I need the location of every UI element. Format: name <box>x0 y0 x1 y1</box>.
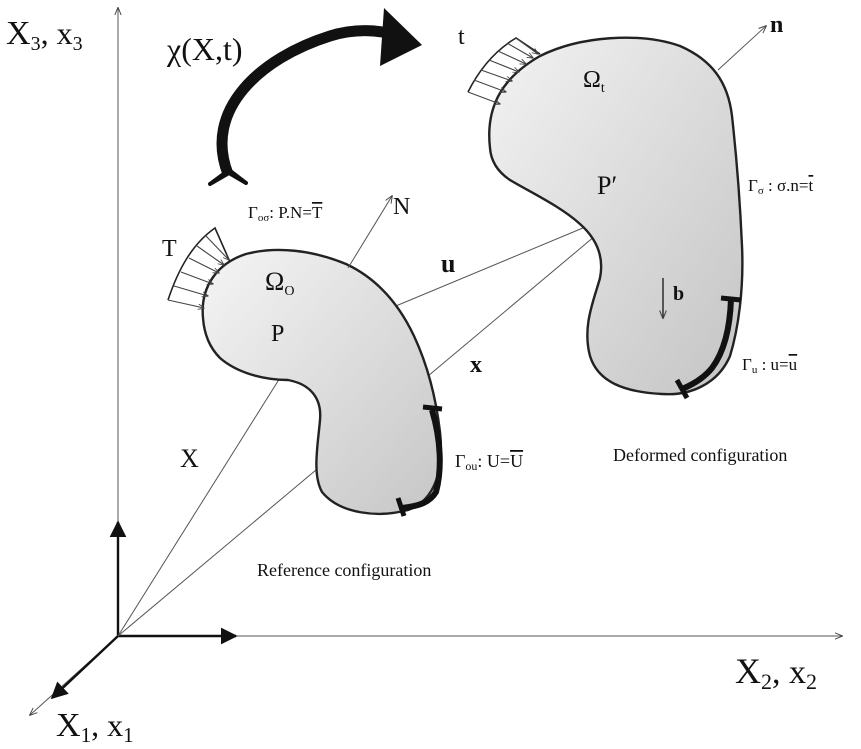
axis-x3-label: X3, x3 <box>6 15 83 55</box>
deformed-traction-load <box>467 37 541 104</box>
mapping-label: χ(X,t) <box>166 31 243 67</box>
normal-n-label: n <box>770 12 783 38</box>
omega-ref-label: ΩO <box>265 267 294 299</box>
reference-traction-load <box>167 226 231 308</box>
point-P-prime-label: P′ <box>597 171 617 200</box>
gamma-sigma-label: Γσ : σ.n=t <box>748 176 814 197</box>
gamma-ou-label: Γou: U=U <box>455 451 523 473</box>
point-P-label: P <box>271 321 284 347</box>
deformed-configuration-caption: Deformed configuration <box>613 445 787 465</box>
normal-N-label: N <box>393 194 410 220</box>
gamma-os-label: Γoσ: P.N=T <box>248 203 323 224</box>
reference-body <box>201 248 443 517</box>
reference-body-shape <box>201 248 443 515</box>
position-X-label: X <box>180 444 199 473</box>
traction-def-label: t <box>458 24 465 50</box>
deformed-body <box>488 36 744 400</box>
omega-def-label: Ωt <box>583 67 605 96</box>
coordinate-axes <box>30 8 842 715</box>
axis-x2-label: X2, x2 <box>735 651 817 694</box>
traction-ref-label: T <box>162 236 177 262</box>
displacement-u-label: u <box>441 249 455 278</box>
vector-X <box>117 346 300 637</box>
reference-configuration-caption: Reference configuration <box>257 560 431 580</box>
basis-e1-vector <box>50 635 119 700</box>
deformed-body-shape <box>488 36 744 396</box>
position-x-label: x <box>470 352 482 378</box>
mapping-arrow <box>208 8 422 186</box>
gamma-u-label: Γu : u=u <box>742 355 798 376</box>
axis-x1-label: X1, x1 <box>56 707 134 747</box>
normal-n-arrow <box>717 26 766 71</box>
body-force-label: b <box>673 283 684 305</box>
normal-N-arrow <box>347 196 392 269</box>
